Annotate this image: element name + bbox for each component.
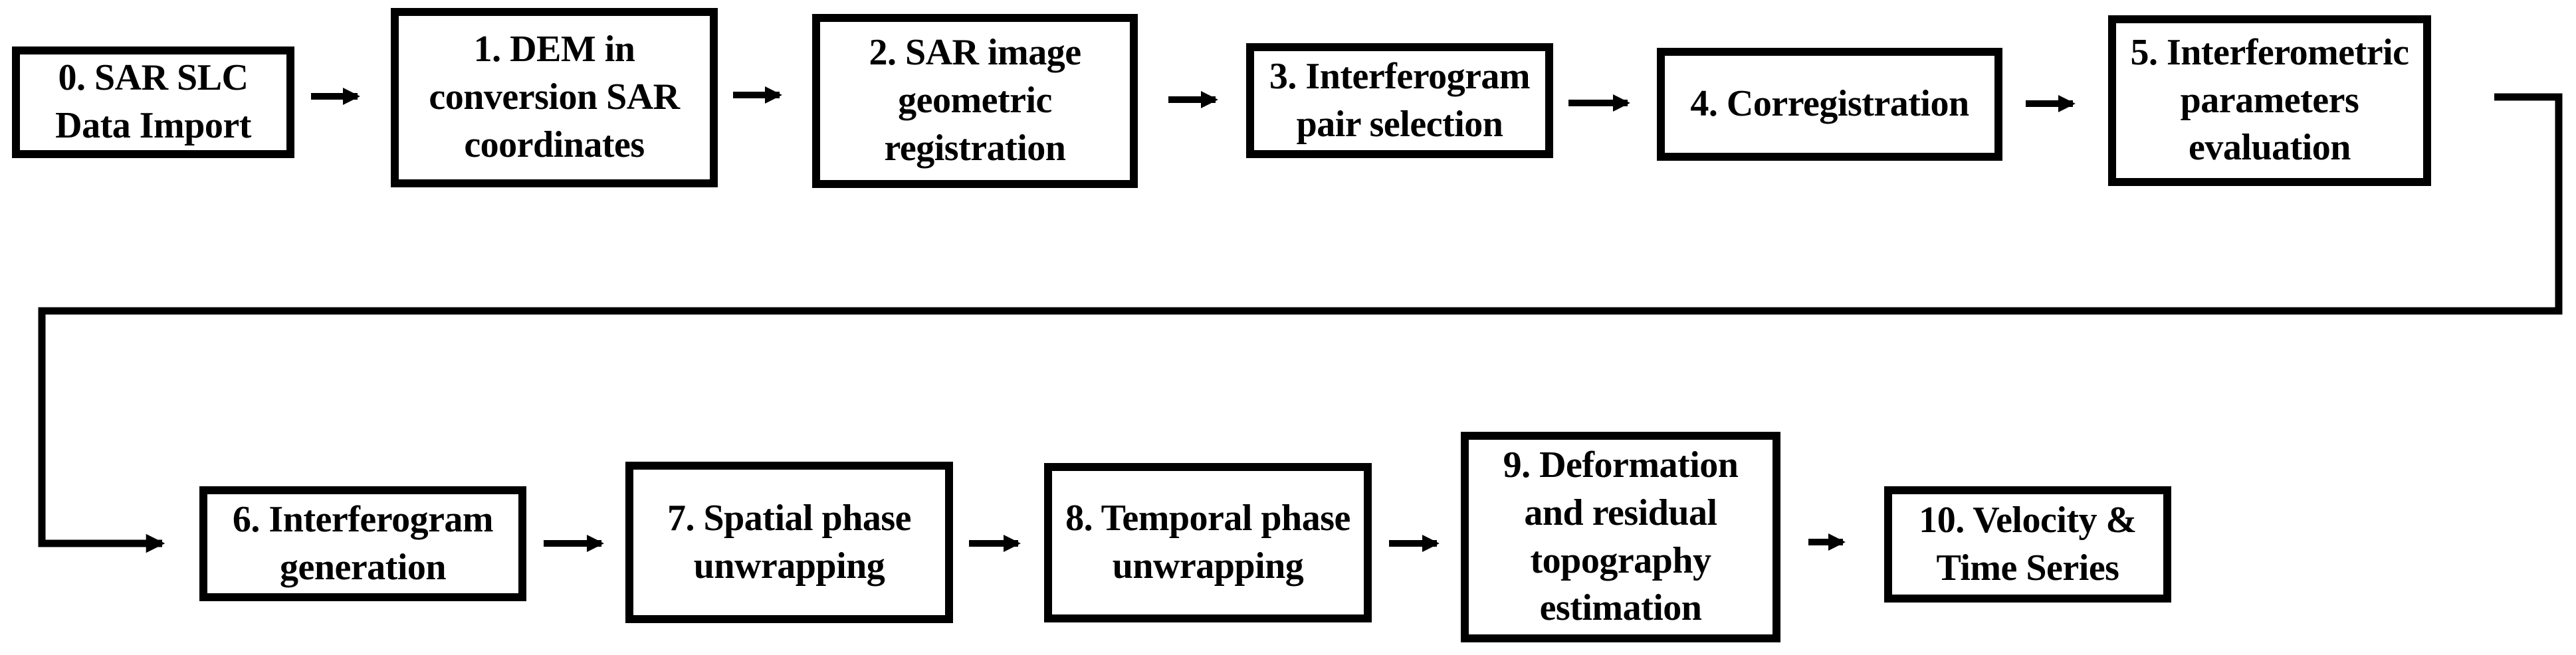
step-9-label: 9. Deformation and residual topography e… [1503,444,1739,629]
step-10-box: 10. Velocity & Time Series [1884,486,2171,603]
step-2-label: 2. SAR image geometric registration [869,32,1081,169]
step-7-label: 7. Spatial phase unwrapping [667,497,912,587]
step-0-label: 0. SAR SLC Data Import [55,57,251,146]
step-1-box: 1. DEM in conversion SAR coordinates [391,8,718,187]
step-7-box: 7. Spatial phase unwrapping [625,462,953,623]
step-6-box: 6. Interferogram generation [199,486,526,601]
step-9-box: 9. Deformation and residual topography e… [1461,432,1780,642]
connector-step5-to-step6 [38,93,2563,553]
step-8-label: 8. Temporal phase unwrapping [1065,498,1350,587]
step-2-box: 2. SAR image geometric registration [812,14,1138,188]
step-4-box: 4. Corregistration [1657,48,2002,161]
step-5-box: 5. Interferometric parameters evaluation [2108,15,2431,186]
step-10-label: 10. Velocity & Time Series [1919,499,2137,589]
step-8-box: 8. Temporal phase unwrapping [1044,463,1372,622]
step-3-box: 3. Interferogram pair selection [1246,43,1553,158]
step-5-label: 5. Interferometric parameters evaluation [2130,31,2409,169]
step-1-label: 1. DEM in conversion SAR coordinates [429,29,680,165]
step-6-label: 6. Interferogram generation [232,498,494,588]
step-4-label: 4. Corregistration [1690,83,1969,125]
step-3-label: 3. Interferogram pair selection [1269,55,1531,145]
step-0-box: 0. SAR SLC Data Import [12,47,294,158]
